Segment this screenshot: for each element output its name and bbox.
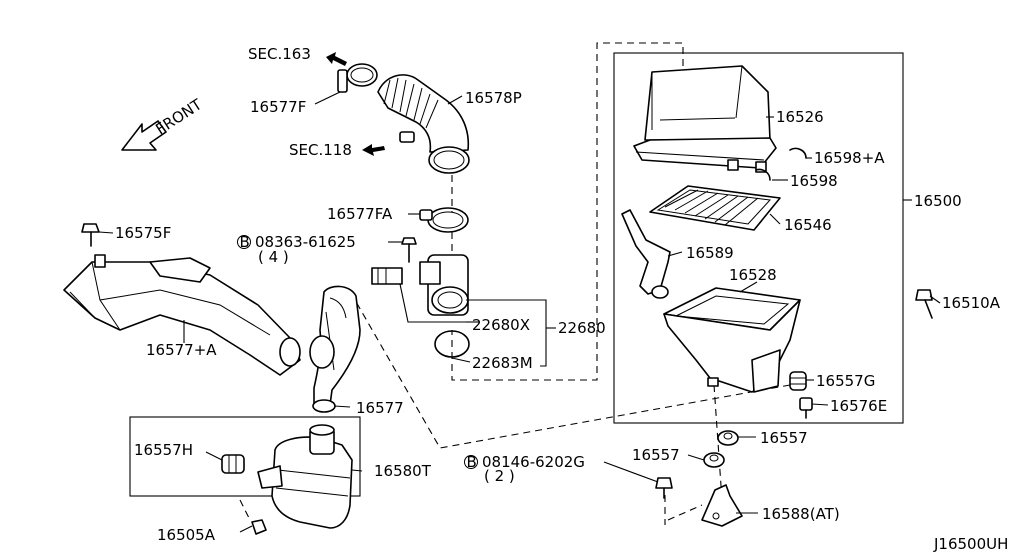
label-08363-qty: ( 4 ) <box>258 248 289 266</box>
clamp-16577F <box>337 63 378 93</box>
front-label: FRONT <box>152 95 205 138</box>
label-16577: 16577 <box>356 399 404 417</box>
label-08146-qty: ( 2 ) <box>484 467 515 485</box>
mount-bracket-16588AT <box>701 484 743 527</box>
label-16598A: 16598+A <box>814 149 885 167</box>
bracket-16589 <box>621 209 671 299</box>
resonator-16580T <box>257 424 353 529</box>
clamp-16577FA <box>419 207 469 233</box>
arrow-sec163 <box>326 52 347 66</box>
clip-16598A <box>789 147 807 159</box>
label-22680: 22680 <box>558 319 606 337</box>
label-16588AT: 16588(AT) <box>762 505 840 523</box>
clip-16505A <box>251 519 267 535</box>
label-22680X: 22680X <box>472 316 530 334</box>
bolt-16510A <box>915 289 933 319</box>
air-cleaner-assembly-box <box>613 52 904 424</box>
resonator-group-box <box>129 416 361 497</box>
label-16546: 16546 <box>784 216 832 234</box>
sec118-ref: SEC.118 <box>289 141 352 159</box>
leader-lines <box>98 91 941 533</box>
label-16589: 16589 <box>686 244 734 262</box>
label-16557-right: 16557 <box>760 429 808 447</box>
grommet-16557-upper <box>717 430 739 446</box>
label-16577FA: 16577FA <box>327 205 393 223</box>
label-16557H: 16557H <box>134 441 193 459</box>
air-duct-hose-16578P <box>377 74 470 174</box>
label-08146-6202G: 08146-6202G <box>482 453 585 471</box>
label-16557G: 16557G <box>816 372 875 390</box>
dashed-airbox-axis <box>713 384 723 501</box>
bolt-marker-08146: B <box>464 453 478 471</box>
arrow-sec118 <box>362 144 385 156</box>
label-16598: 16598 <box>790 172 838 190</box>
bolt-08146-6202G <box>655 477 673 499</box>
label-16557-left: 16557 <box>632 446 680 464</box>
bolt-marker-08363: B <box>237 233 251 251</box>
clip-16598 <box>755 168 771 181</box>
label-08363-61625: 08363-61625 <box>255 233 356 251</box>
label-16577A: 16577+A <box>146 341 217 359</box>
label-16526: 16526 <box>776 108 824 126</box>
label-16510A: 16510A <box>942 294 1001 312</box>
bolt-16575F <box>81 223 100 247</box>
bolt-16576E <box>799 397 813 419</box>
grommet-16557-lower <box>703 452 725 468</box>
o-ring-22683M <box>434 330 470 358</box>
sec163-ref: SEC.163 <box>248 45 311 63</box>
label-16500: 16500 <box>914 192 962 210</box>
mass-airflow-sensor-22680 <box>371 254 469 316</box>
dashed-connection-lower <box>354 299 791 449</box>
front-direction-arrow: FRONT <box>121 95 206 151</box>
grommet-16557H <box>221 454 245 474</box>
label-16577F: 16577F <box>250 98 306 116</box>
air-box-lower-16528 <box>663 287 801 393</box>
svg-text:B: B <box>467 453 477 471</box>
dashed-clip-axis <box>239 499 251 521</box>
resonator-duct-16577 <box>309 285 361 413</box>
diagram-code: J16500UH <box>933 535 1008 553</box>
air-filter-element-16546 <box>649 185 781 231</box>
dashed-connection-bracket <box>667 504 703 521</box>
svg-text:B: B <box>240 233 250 251</box>
bolt-08363-61625 <box>401 237 417 263</box>
label-16578P: 16578P <box>465 89 522 107</box>
inlet-duct-16577A <box>63 254 301 376</box>
grommet-16557G <box>789 371 807 391</box>
dashed-connection-upper <box>451 42 684 381</box>
label-16575F: 16575F <box>115 224 171 242</box>
label-16580T: 16580T <box>374 462 432 480</box>
label-16576E: 16576E <box>830 397 887 415</box>
label-16528: 16528 <box>729 266 777 284</box>
label-16505A: 16505A <box>157 526 216 544</box>
air-cleaner-cover-16526 <box>633 65 777 173</box>
label-22683M: 22683M <box>472 354 533 372</box>
